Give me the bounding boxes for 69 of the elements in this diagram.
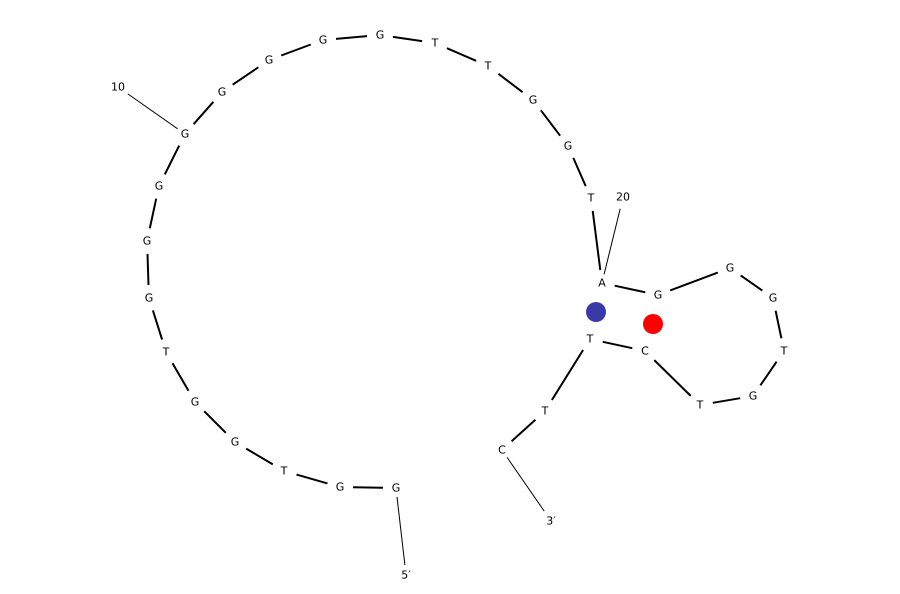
- backbone-line: [336, 35, 368, 40]
- backbone-line: [148, 198, 158, 229]
- nucleotide-letter: G: [564, 140, 572, 152]
- nucleotide-letter: C: [641, 344, 649, 358]
- backbone-line: [280, 44, 312, 56]
- backbone-line: [296, 474, 328, 484]
- backbone-line: [540, 110, 561, 136]
- nucleotide-letter: T: [586, 332, 594, 346]
- position-label: 20: [616, 190, 630, 204]
- backbone-line: [352, 486, 384, 489]
- nucleotide-letter: T: [162, 346, 170, 358]
- nucleotide-letter: G: [264, 54, 274, 66]
- backbone-line: [712, 397, 740, 404]
- nucleotide-letter: G: [230, 436, 240, 448]
- backbone-line: [164, 145, 180, 175]
- nucleotide-letter: T: [432, 36, 438, 50]
- backbone-line: [614, 284, 646, 294]
- nucleotide-letter: C: [498, 444, 506, 456]
- nucleotide-letter: T: [484, 60, 492, 72]
- backbone-line: [602, 340, 633, 350]
- dot-marker: [643, 314, 663, 334]
- nucleotide-letter: G: [318, 34, 328, 46]
- nucleotide-letter: T: [696, 398, 704, 412]
- nucleotide-letter: G: [726, 262, 734, 274]
- nucleotide-letter: G: [528, 94, 538, 106]
- backbone-line: [760, 361, 778, 386]
- backbone-line: [572, 158, 587, 186]
- nucleotide-letter: G: [376, 28, 384, 42]
- nucleotide-letter: T: [542, 404, 548, 418]
- leader-line: [506, 456, 545, 512]
- backbone-line: [740, 274, 763, 292]
- position-label: 3′: [546, 514, 556, 528]
- nucleotide-letter: G: [392, 482, 400, 494]
- nucleotide-letter: G: [654, 288, 662, 302]
- backbone-line: [551, 349, 584, 401]
- leader-line: [604, 208, 621, 275]
- backbone-line: [192, 101, 214, 125]
- leader-line: [127, 93, 178, 130]
- nucleotide-letter: G: [142, 234, 152, 248]
- backbone-line: [392, 36, 422, 42]
- nucleotide-letter: G: [768, 292, 778, 304]
- backbone-line: [670, 272, 718, 292]
- nucleotide-letter: G: [218, 86, 226, 98]
- nucleotide-letter: G: [336, 480, 344, 494]
- nucleotide-letter: A: [598, 276, 606, 290]
- leader-line: [396, 496, 406, 566]
- position-label: 5′: [401, 568, 411, 582]
- backbone-line: [152, 310, 164, 340]
- backbone-line: [204, 410, 226, 434]
- backbone-line: [592, 210, 602, 270]
- backbone-line: [774, 310, 782, 338]
- position-label: 10: [111, 80, 125, 94]
- backbone-line: [232, 66, 259, 86]
- backbone-line: [172, 362, 190, 392]
- nucleotide-letter: T: [780, 344, 788, 358]
- nucleotide-letter: T: [280, 464, 288, 478]
- nucleotide-letter: G: [190, 396, 200, 408]
- backbone-line: [246, 448, 274, 466]
- nucleotide-letter: G: [154, 180, 164, 192]
- backbone-line: [654, 359, 692, 397]
- backbone-line: [498, 73, 524, 93]
- nucleotide-letter: G: [748, 390, 758, 402]
- backbone-line: [146, 254, 150, 286]
- nucleotide-letter: T: [588, 192, 594, 204]
- nucleotide-letter: G: [144, 292, 154, 304]
- dot-marker: [586, 302, 606, 322]
- backbone-line: [446, 47, 476, 62]
- backbone-line: [510, 418, 536, 442]
- nucleotide-letter: G: [180, 128, 190, 140]
